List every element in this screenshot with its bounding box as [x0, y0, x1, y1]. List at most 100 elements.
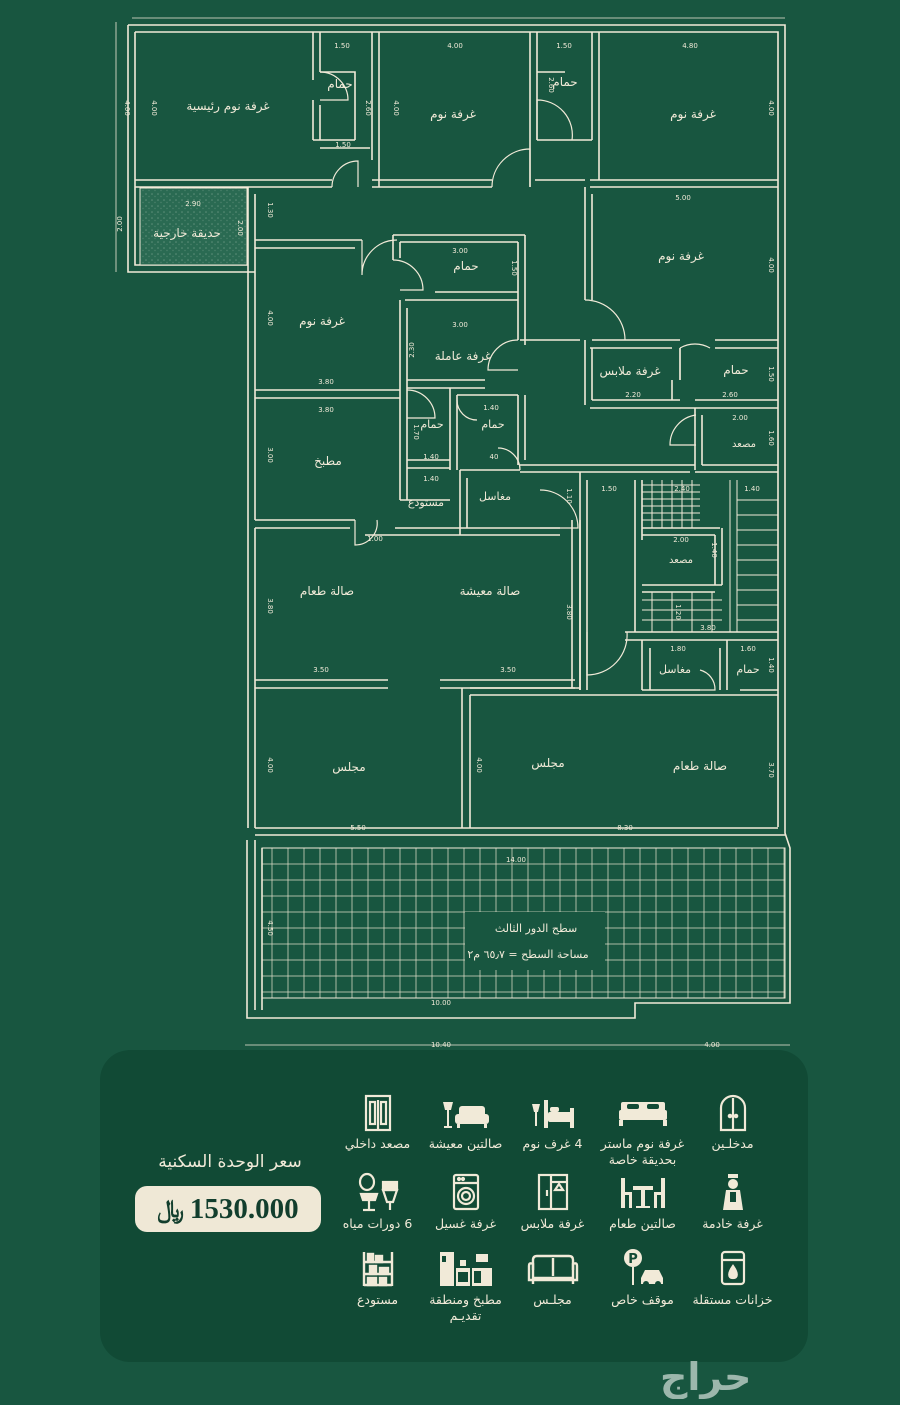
dim-label: 3.70: [767, 762, 775, 778]
feature-storage: مستودع: [330, 1248, 425, 1308]
price-badge: ﷼ 1530.000: [135, 1186, 321, 1232]
dim-label: 3.80: [266, 598, 274, 614]
master-bed-icon: [618, 1102, 667, 1126]
room-bath-4: حمام: [723, 363, 748, 377]
dim-label: 1.50: [556, 42, 572, 50]
room-bedroom-3: غرفة نوم: [658, 249, 704, 264]
dim-label: 3.80: [318, 406, 334, 414]
feature-elevator: مصعد داخلي: [330, 1092, 425, 1152]
feature-label: مستودع: [356, 1292, 399, 1307]
roof-title: سطح الدور الثالث: [495, 922, 577, 935]
toilet-sink-icon: [358, 1172, 399, 1212]
feature-label: غرفة ملابس: [520, 1216, 585, 1231]
feature-maid-room: غرفة خادمة: [685, 1172, 780, 1232]
svg-text:P: P: [628, 1252, 638, 1267]
feature-dining-rooms: صالتين طعام: [595, 1172, 690, 1232]
room-sinks-1: مغاسل: [479, 490, 511, 503]
room-maid: غرفة عاملة: [435, 349, 492, 364]
room-bath-5: حمام: [420, 418, 443, 431]
room-storage: مستودع: [408, 496, 444, 509]
dim-label: 3.80: [700, 624, 716, 632]
dim-label: 10.40: [431, 1041, 451, 1049]
dim-label: 3.50: [313, 666, 329, 674]
room-sinks-2: مغاسل: [659, 663, 691, 676]
room-dressing: غرفة ملابس: [599, 364, 660, 379]
feature-label: مجلـس: [533, 1292, 572, 1307]
dining-table-icon: [620, 1178, 665, 1208]
feature-label: غرفة خادمة: [702, 1216, 763, 1231]
double-door-icon: [719, 1094, 746, 1132]
feature-label: مطبخ ومنطقة تقديـم: [429, 1292, 502, 1323]
feature-label: مصعد داخلي: [344, 1136, 411, 1151]
couch-icon: [527, 1254, 578, 1284]
dim-label: 1.40: [423, 453, 439, 461]
dim-label: 4.00: [767, 257, 775, 273]
dim-label: 1.50: [767, 366, 775, 382]
kitchen-icon: [439, 1252, 492, 1286]
dim-label: 3.00: [452, 247, 468, 255]
dim-label: 5.00: [675, 194, 691, 202]
dim-label: 2.40: [674, 485, 690, 493]
room-bath-6: حمام: [481, 418, 504, 431]
room-bath-7: حمام: [736, 663, 759, 676]
dim-label: 1.00: [367, 535, 383, 543]
feature-label: 6 دورات مياه: [342, 1216, 413, 1231]
washing-machine-icon: [452, 1173, 479, 1211]
dim-label: 3.00: [266, 447, 274, 463]
dim-label: 1.40: [767, 657, 775, 673]
room-majlis-1: مجلس: [332, 760, 365, 775]
dim-label: 1.30: [266, 202, 274, 218]
feature-label: صالتين طعام: [609, 1216, 676, 1231]
dim-label: 3.80: [565, 604, 573, 620]
bed-lamp-icon: [531, 1100, 574, 1128]
feature-bedrooms: 4 غرف نوم: [505, 1092, 600, 1152]
feature-dressing-room: غرفة ملابس: [505, 1172, 600, 1232]
dim-label: 40: [490, 453, 499, 461]
dim-label: 1.40: [710, 542, 718, 558]
room-bedroom-4: غرفة نوم: [299, 314, 345, 329]
dim-label: 2.60: [722, 391, 738, 399]
room-master-bedroom: غرفة نوم رئيسية: [186, 99, 269, 114]
dim-label: 4.00: [123, 100, 131, 116]
price-amount: 1530.000: [189, 1192, 299, 1225]
dim-label: 1.70: [412, 424, 420, 440]
dim-label: 4.00: [447, 42, 463, 50]
dim-label: 2.60: [364, 100, 372, 116]
dim-label: 2.00: [673, 536, 689, 544]
dim-label: 4.50: [266, 920, 274, 936]
room-dining-1: صالة طعام: [300, 584, 354, 598]
room-living: صالة معيشة: [460, 584, 521, 598]
dim-label: 4.00: [266, 757, 274, 773]
feature-living-rooms: صالتين معيشة: [418, 1092, 513, 1152]
dim-label: 1.10: [565, 488, 573, 504]
feature-master-bedroom: غرفة نوم ماستر بحديقة خاصة: [595, 1092, 690, 1168]
dim-label: 4.00: [266, 310, 274, 326]
dim-label: 2.00: [732, 414, 748, 422]
feature-kitchen: مطبخ ومنطقة تقديـم: [418, 1248, 513, 1324]
dim-label: 2.60: [547, 77, 555, 93]
dim-label: 14.00: [506, 856, 526, 864]
dim-label: 1.60: [767, 430, 775, 446]
dim-label: 2.00: [236, 220, 244, 236]
dim-label: 1.40: [423, 475, 439, 483]
room-kitchen: مطبخ: [314, 454, 342, 468]
outer-garden-area: [139, 187, 248, 266]
price-label: سعر الوحدة السكنية: [158, 1152, 302, 1172]
dim-label: 1.60: [740, 645, 756, 653]
dim-label: 4.00: [767, 100, 775, 116]
dim-label: 2.00: [116, 216, 124, 232]
sofa-lamp-icon: [442, 1102, 489, 1128]
feature-laundry-room: غرفة غسيل: [418, 1172, 513, 1232]
feature-label: موقف خاص: [611, 1292, 674, 1307]
riyal-currency-icon: ﷼: [157, 1195, 184, 1223]
room-elevator-1: مصعد: [732, 439, 756, 450]
dim-label: 3.80: [318, 378, 334, 386]
dim-label: 1.50: [334, 42, 350, 50]
floor-plan: غرفة نوم رئيسية حمام غرفة نوم حمام غرفة …: [115, 17, 791, 1049]
feature-majlis: مجلـس: [505, 1248, 600, 1308]
room-bath-3: حمام: [453, 259, 478, 273]
dim-label: 1.50: [335, 141, 351, 149]
shelves-icon: [362, 1252, 393, 1287]
feature-parking: P موقف خاص: [595, 1248, 690, 1308]
room-elevator-2: مصعد: [669, 555, 693, 566]
